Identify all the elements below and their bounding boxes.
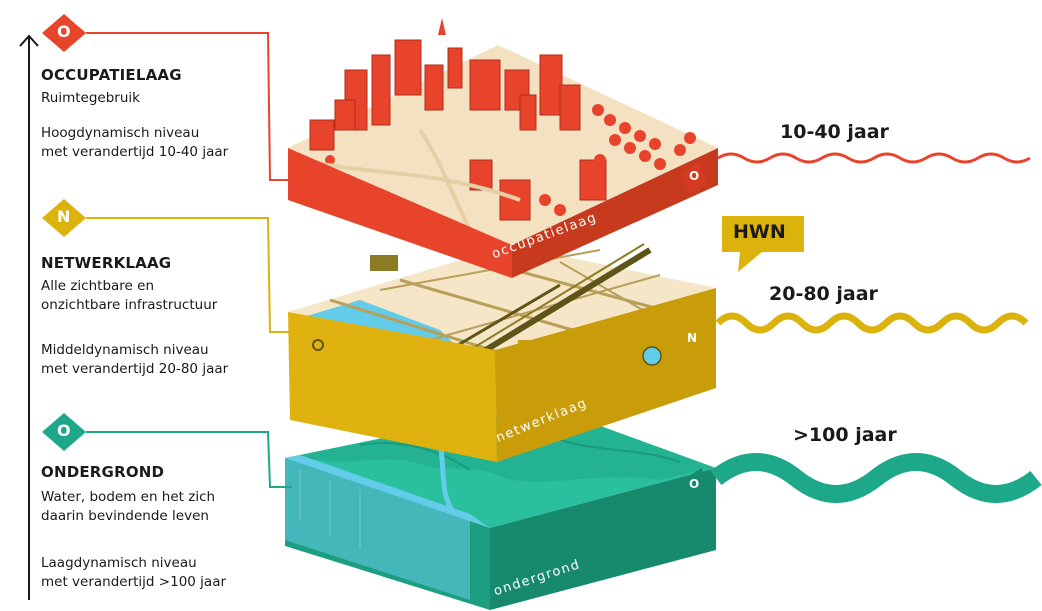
network-title: NETWERKLAAG: [41, 254, 172, 272]
underground-block: [285, 405, 716, 610]
underground-desc-line1: Laagdynamisch niveau: [41, 555, 197, 571]
hwn-callout: [722, 216, 804, 272]
network-block: [288, 243, 716, 462]
occupation-desc-line2: met verandertijd 10-40 jaar: [41, 144, 229, 160]
network-subtitle-line2: onzichtbare infrastructuur: [41, 297, 218, 313]
underground-desc-line2: met verandertijd >100 jaar: [41, 574, 227, 590]
network-desc-line2: met verandertijd 20-80 jaar: [41, 361, 229, 377]
network-wave: [715, 312, 1029, 334]
network-desc-line1: Middeldynamisch niveau: [41, 342, 209, 358]
underground-diamond-icon: [42, 413, 86, 451]
underground-block-badge: [682, 468, 708, 500]
network-subtitle-line1: Alle zichtbare en: [41, 278, 154, 294]
occupation-block-badge: [682, 162, 706, 194]
occupation-duration: 10-40 jaar: [780, 121, 889, 143]
up-arrow-icon: [19, 34, 39, 600]
underground-wave: [710, 453, 1042, 503]
underground-subtitle-line1: Water, bodem en het zich: [41, 489, 216, 505]
underground-title: ONDERGROND: [41, 463, 165, 481]
occupation-badge-letter: O: [57, 22, 71, 41]
network-badge-letter: N: [57, 207, 71, 226]
occupation-subtitle: Ruimtegebruik: [41, 90, 140, 106]
occupation-diamond-icon: [42, 14, 86, 52]
hwn-label: HWN: [733, 221, 786, 243]
network-block-badge-letter: N: [687, 331, 698, 345]
occupation-block: [288, 18, 718, 278]
occupation-desc-line1: Hoogdynamisch niveau: [41, 125, 200, 141]
occupation-block-badge-letter: O: [689, 169, 700, 183]
underground-duration: >100 jaar: [793, 424, 897, 446]
occupation-title: OCCUPATIELAAG: [41, 66, 182, 84]
underground-block-badge-letter: O: [689, 477, 700, 491]
network-block-badge: [680, 324, 706, 355]
network-duration: 20-80 jaar: [769, 283, 878, 305]
occupation-wave: [717, 152, 1031, 164]
underground-subtitle-line2: daarin bevindende leven: [41, 508, 209, 524]
underground-badge-letter: O: [57, 421, 71, 440]
network-diamond-icon: [42, 199, 86, 237]
